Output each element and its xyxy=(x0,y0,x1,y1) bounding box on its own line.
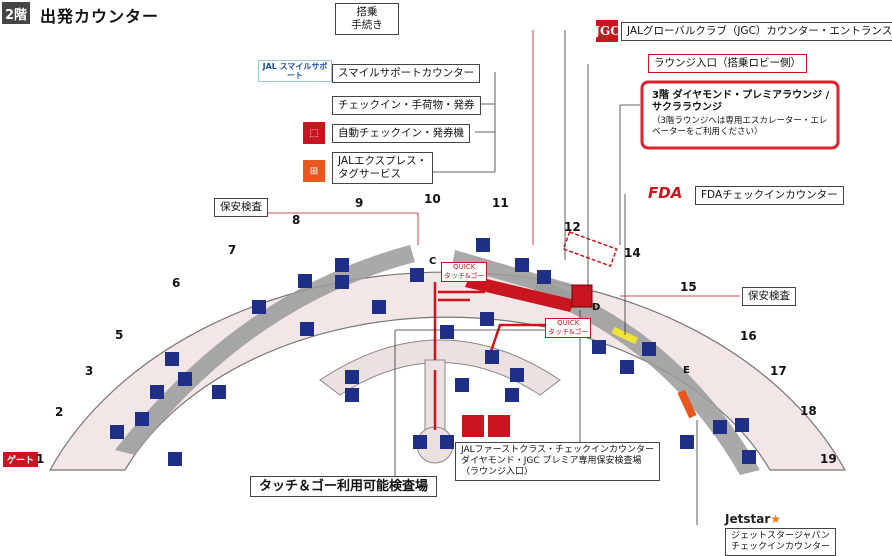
quick-tag-left: QUICK タッチ&ゴー xyxy=(441,262,488,282)
jal-red-counter xyxy=(465,275,575,312)
fda-logo: FDA xyxy=(648,184,683,202)
lounge-3f-note: （3階ラウンジへは専用エスカレーター・エレベーターをご利用ください） xyxy=(652,116,828,137)
auto-checkin-label: 自動チェックイン・発券機 xyxy=(332,124,470,143)
first-class-logo xyxy=(462,415,484,437)
jetstar-counter-label: ジェットスタージャパン チェックインカウンター xyxy=(725,528,837,556)
lounge-3f-highlight xyxy=(640,80,840,150)
central-hub xyxy=(319,339,561,396)
security-lines xyxy=(265,30,740,297)
lounge-entrance-label: ラウンジ入口（搭乗ロビー側） xyxy=(648,54,807,73)
auto-checkin-icon: ⬚ xyxy=(303,122,325,144)
jgc-entrance-block xyxy=(571,284,593,308)
gate-2: 2 xyxy=(55,405,64,419)
fda-counter-marker xyxy=(611,326,639,345)
jetstar-logo: Jetstar★ xyxy=(725,512,781,526)
gate-tag: ゲート xyxy=(3,452,39,467)
area-c: C xyxy=(429,256,437,267)
jetstar-wordmark: Jetstar xyxy=(725,512,771,526)
security-right-label: 保安検査 xyxy=(742,287,796,306)
jal-smile-logo: JAL スマイルサポート xyxy=(258,60,332,82)
star-icon: ★ xyxy=(770,512,781,526)
touch-go-label: タッチ＆ゴー利用可能検査場 xyxy=(250,476,438,497)
jgc-entrance-label: JALグローバルクラブ（JGC）カウンター・エントランス xyxy=(621,22,892,41)
gate-18: 18 xyxy=(800,404,817,418)
diamond-logo xyxy=(488,415,510,437)
security-left-label: 保安検査 xyxy=(214,198,268,217)
lounge-3f-title: 3階 ダイヤモンド・プレミアラウンジ / サクララウンジ xyxy=(652,90,830,113)
gate-6: 6 xyxy=(172,276,181,290)
facility-icons xyxy=(110,238,756,466)
lounge-entrance-marker xyxy=(562,231,618,267)
route-arrows xyxy=(433,282,545,430)
gate-8: 8 xyxy=(292,213,301,227)
gate-11: 11 xyxy=(492,196,509,210)
jetstar-counter-marker xyxy=(677,389,697,419)
gate-1: 1 xyxy=(36,452,45,466)
area-e: E xyxy=(683,365,690,376)
gate-9: 9 xyxy=(355,196,364,210)
checkin-baggage-label: チェックイン・手荷物・発券 xyxy=(332,96,481,115)
fda-counter-label: FDAチェックインカウンター xyxy=(695,186,844,205)
gate-5: 5 xyxy=(115,328,124,342)
boarding-procedures-label: 搭乗 手続き xyxy=(335,3,399,35)
page-title: 出発カウンター xyxy=(40,7,160,26)
gate-12: 12 xyxy=(564,220,581,234)
gate-17: 17 xyxy=(770,364,787,378)
gate-3: 3 xyxy=(85,364,94,378)
gate-19: 19 xyxy=(820,452,837,466)
lounge-3f-box: 3階 ダイヤモンド・プレミアラウンジ / サクララウンジ （3階ラウンジへは専用… xyxy=(652,90,832,138)
express-tag-icon: ⊞ xyxy=(303,160,325,182)
floor-badge: 2階 xyxy=(2,2,30,24)
gate-7: 7 xyxy=(228,243,237,257)
express-tag-label: JALエクスプレス・ タグサービス xyxy=(332,152,434,184)
gate-10: 10 xyxy=(424,192,441,206)
gate-15: 15 xyxy=(680,280,697,294)
quick-tag-right: QUICK タッチ&ゴー xyxy=(545,318,592,338)
counter-band-left xyxy=(115,245,415,455)
jgc-logo: JGC xyxy=(594,20,620,42)
area-d: D xyxy=(592,302,601,313)
callout-lines xyxy=(394,30,698,525)
gate-16: 16 xyxy=(740,329,757,343)
smile-support-label: スマイルサポートカウンター xyxy=(332,64,481,83)
first-class-label: JALファーストクラス・チェックインカウンター ダイヤモンド・JGC プレミア専… xyxy=(455,442,661,481)
gate-14: 14 xyxy=(624,246,641,260)
